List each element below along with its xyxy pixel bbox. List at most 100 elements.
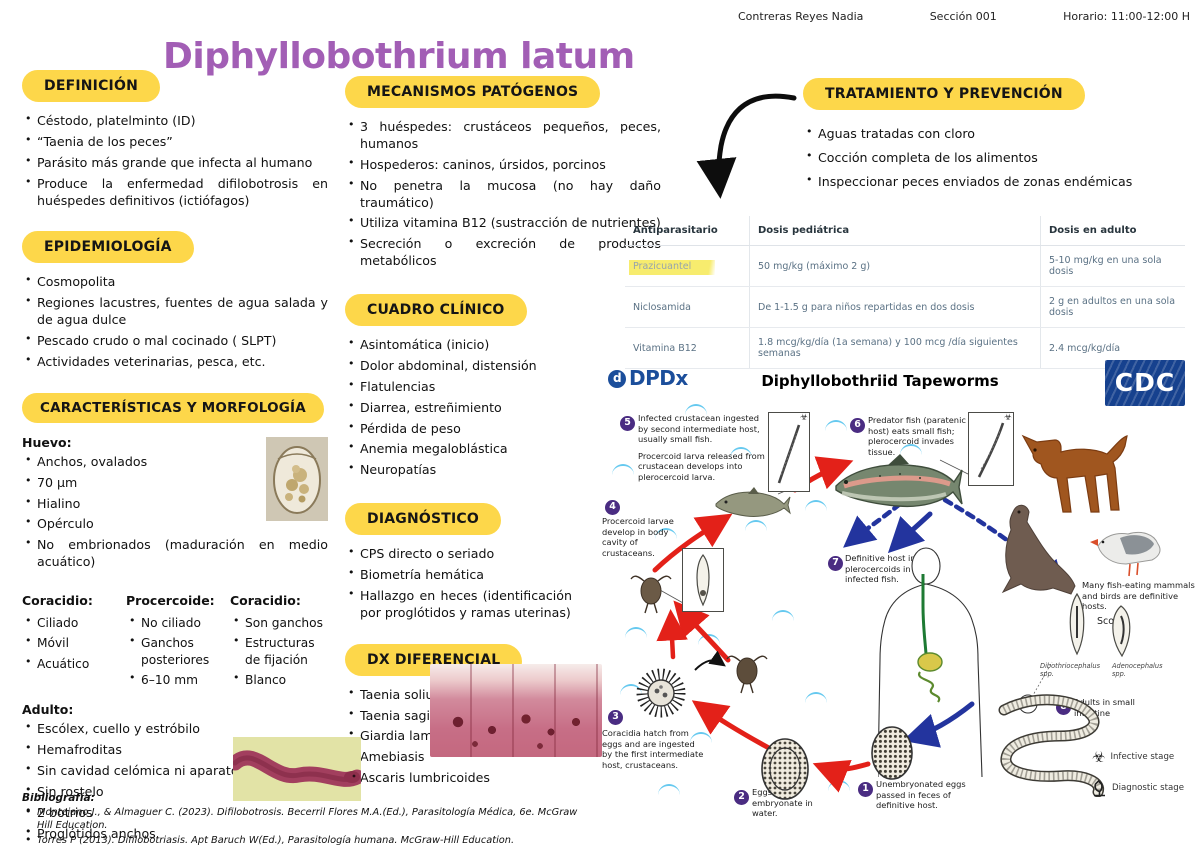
procercoide-label: Procercoide: [126, 593, 215, 608]
col-dosis-adulto: Dosis en adulto [1040, 216, 1185, 246]
list-item: Blanco [233, 671, 328, 688]
list-item: Asintomática (inicio) [348, 336, 661, 354]
list-item: Montejano J., & Almaguer C. (2023). Difi… [25, 805, 582, 832]
step-badge-7: 7 [828, 556, 843, 571]
section-header-epidemiologia: EPIDEMIOLOGÍA [22, 231, 194, 264]
dpdx-logo: d DPDx [608, 366, 688, 392]
huevo-list: Anchos, ovalados70 μmHialinoOpérculoNo e… [22, 453, 328, 571]
plerocercoid-larva-sketch [777, 424, 801, 484]
list-item: Hemafroditas [25, 741, 328, 759]
water-wave-icon [625, 627, 647, 638]
col-antiparasitario: Antiparasitario [625, 216, 750, 246]
list-item: Utiliza vitamina B12 (sustracción de nut… [348, 214, 661, 232]
legend-diagnostic: Diagnostic stage [1092, 780, 1184, 797]
section-header-dx: DX DIFERENCIAL [345, 643, 523, 676]
step-text-4-p: Procercoid larvae develop in body cavity… [602, 516, 674, 558]
list-item: 6–10 mm [129, 671, 224, 688]
left-column: DEFINICIÓN Céstodo, platelminto (ID)“Tae… [22, 70, 328, 849]
legend-infective: ☣ Infective stage [1092, 750, 1174, 765]
list-item: Parásito más grande que infecta al human… [25, 154, 328, 172]
list-item: Opérculo [25, 515, 328, 533]
table-cell: Vitamina B12 [625, 327, 750, 369]
section-mecanismos: MECANISMOS PATÓGENOS 3 huéspedes: crustá… [345, 76, 661, 270]
biohazard-icon: ☣ [799, 413, 808, 423]
coracidio-label: Coracidio: [22, 593, 93, 608]
list-item: Hallazgo en heces (identificación por pr… [348, 587, 572, 622]
water-wave-icon [655, 528, 677, 539]
procercoid-larva-sketch [696, 554, 710, 607]
microscope-icon [1094, 780, 1105, 797]
table-cell: 1.8 mcg/kg/día (1a semana) y 100 mcg /dí… [749, 327, 1041, 369]
step-badge-3: 3 [608, 710, 623, 725]
section-epidemiologia: EPIDEMIOLOGÍA CosmopolitaRegiones lacust… [22, 231, 328, 370]
water-wave-icon [900, 444, 922, 455]
procercoide-col: Procercoide: No ciliadoGanchos posterior… [126, 581, 224, 692]
section-tratamiento: TRATAMIENTO Y PREVENCIÓN Aguas tratadas … [803, 78, 1200, 198]
biohazard-icon: ☣ [1092, 748, 1106, 766]
mecanismos-list: 3 huéspedes: crustáceos pequeños, peces,… [345, 118, 661, 270]
step-text-5: Infected crustacean ingested by second i… [638, 413, 766, 489]
coracidium [636, 668, 686, 718]
small-fish [715, 487, 791, 517]
step-text-2: Eggs embryonate in water. [752, 787, 824, 825]
list-item: Son ganchos [233, 614, 328, 631]
cuadro-list: Asintomática (inicio)Dolor abdominal, di… [345, 336, 661, 479]
section-header-diagnostico: DIAGNÓSTICO [345, 503, 501, 536]
embryonated-egg [761, 738, 809, 800]
list-item: No penetra la mucosa (no hay daño traumá… [348, 177, 661, 212]
larval-stage-columns: Coracidio: CiliadoMóvilAcuático Procerco… [22, 581, 328, 692]
water-wave-icon [805, 692, 827, 703]
list-item: Estructuras de fijación [233, 634, 328, 668]
life-cycle-diagram: d DPDx Diphyllobothriid Tapeworms CDC [600, 352, 1200, 849]
scolex-sketch-b [1112, 605, 1131, 658]
step-badge-1: 1 [858, 782, 873, 797]
unembryonated-egg [871, 726, 913, 780]
list-item: Acuático [25, 655, 120, 672]
coracidio2-list: Son ganchosEstructuras de fijaciónBlanco [230, 614, 328, 688]
section-header-tratamiento: TRATAMIENTO Y PREVENCIÓN [803, 78, 1085, 110]
list-item: Hospederos: caninos, úrsidos, porcinos [348, 156, 661, 174]
table-cell: Prazicuantel [625, 245, 750, 287]
section-header-definicion: DEFINICIÓN [22, 70, 160, 102]
diagnostico-list: CPS directo o seriadoBiometría hemáticaH… [345, 545, 572, 622]
list-item: Anemia megaloblástica [348, 440, 661, 458]
species-label-a: Dibothriocephalus spp. [1040, 662, 1101, 679]
section-number: Sección 001 [929, 10, 997, 23]
step-text-5b: Procercoid larva released from crustacea… [638, 450, 765, 483]
page-header: Contreras Reyes Nadia Sección 001 Horari… [738, 10, 1190, 23]
huevo-block: Huevo: Anchos, ovalados70 μmHialinoOpérc… [22, 435, 328, 571]
dpdx-logo-text: DPDx [629, 366, 688, 390]
water-wave-icon [620, 684, 642, 695]
list-item: Céstodo, platelminto (ID) [25, 112, 328, 130]
list-item: Hialino [25, 495, 328, 513]
list-item: Sin rostelo [25, 783, 328, 801]
table-cell: 50 mg/kg (máximo 2 g) [749, 245, 1041, 287]
list-item: Taenia solium [348, 686, 661, 704]
list-item: Produce la enfermedad difilobotrosis en … [25, 175, 328, 210]
epidemiologia-list: CosmopolitaRegiones lacustres, fuentes d… [22, 273, 328, 371]
step-text-6: Predator fish (paratenic host) eats smal… [868, 415, 966, 463]
list-item: 3 huéspedes: crustáceos pequeños, peces,… [348, 118, 661, 153]
section-cuadro: CUADRO CLÍNICO Asintomática (inicio)Dolo… [345, 294, 661, 479]
list-item: 70 μm [25, 474, 328, 492]
table-cell: 2 g en adultos en una sola dosis [1040, 286, 1185, 328]
step-badge-2: 2 [734, 790, 749, 805]
step-text-4: Procercoid larvae develop in body cavity… [602, 516, 688, 564]
plerocercoid-larva-sketch [977, 422, 1005, 478]
step-text-6-p: Predator fish (paratenic host) eats smal… [868, 415, 966, 457]
plerocercoid-inset-box-2: ☣ [968, 412, 1014, 486]
list-item: Actividades veterinarias, pesca, etc. [25, 353, 328, 371]
adult-worm-photo [233, 737, 361, 801]
diagram-title: Diphyllobothriid Tapeworms [761, 372, 999, 390]
bibliography: Bibliografía: Montejano J., & Almaguer C… [22, 792, 582, 849]
dpdx-logo-icon: d [608, 369, 626, 388]
list-item: Pérdida de peso [348, 420, 661, 438]
dose-table: Antiparasitario Dosis pediátrica Dosis e… [625, 216, 1185, 369]
list-item: Regiones lacustres, fuentes de agua sala… [25, 294, 328, 329]
scolex-label: Scolex [1097, 616, 1129, 627]
list-item: Torres P (2013). Difilobotriasis. Apt Ba… [25, 833, 582, 848]
